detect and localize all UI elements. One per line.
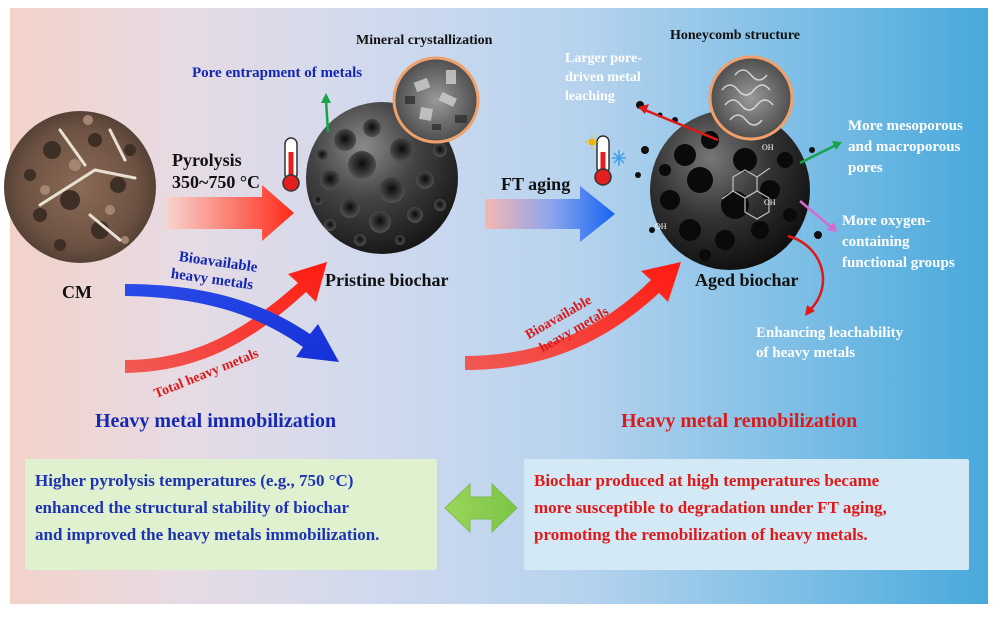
conclusion-line: Higher pyrolysis temperatures (e.g., 750… [35,471,354,490]
cm-label: CM [62,282,92,302]
larger-pore-label-3: leaching [565,89,615,104]
conclusion-line: enhanced the structural stability of bio… [35,498,350,517]
total-heavy-metals-arrow [125,262,327,373]
mesoporous-arrow [799,141,842,165]
double-arrow-icon [444,482,518,534]
mineral-crystallization-label: Mineral crystallization [356,33,493,48]
conclusion-line: more susceptible to degradation under FT… [534,498,887,517]
oh-label: OH [655,222,667,231]
thermometer-icon [594,135,612,186]
ft-aging-arrow [485,186,615,242]
larger-pore-label-2: driven metal [565,70,641,85]
leachability-label-2: of heavy metals [756,345,856,361]
mineral-crystallization-sem-image [392,56,480,144]
honeycomb-sem-image [708,55,794,141]
bioavailable-decrease-arrow [125,284,339,362]
conclusion-line: promoting the remobilization of heavy me… [534,525,868,544]
oxygen-groups-label-2: containing [842,234,910,250]
aged-biochar-image [635,101,822,270]
pristine-biochar-label: Pristine biochar [325,270,449,290]
pore-entrapment-arrow [321,93,331,133]
conclusion-line: Biochar produced at high temperatures be… [534,471,880,490]
oh-label: OH [764,198,776,207]
metal-leaching-arrow [638,104,719,142]
larger-pore-label-1: Larger pore- [565,51,642,66]
cm-material-image [4,111,156,263]
mesoporous-label-1: More mesoporous [848,118,963,134]
remobilization-title: Heavy metal remobilization [621,410,858,432]
remobilization-conclusion-box: Biochar produced at high temperatures be… [524,459,969,570]
sun-icon [585,135,599,149]
ft-aging-label: FT aging [501,174,571,194]
pyrolysis-arrow [165,185,294,241]
leachability-arrow [787,234,825,316]
immobilization-title: Heavy metal immobilization [95,410,337,432]
mesoporous-label-2: and macroporous [848,139,961,155]
snowflake-icon [612,150,626,166]
immobilization-conclusion-box: Higher pyrolysis temperatures (e.g., 750… [25,459,437,570]
honeycomb-structure-label: Honeycomb structure [670,28,800,43]
oxygen-groups-label-3: functional groups [842,255,955,271]
oh-label: OH [762,143,774,152]
bioavailable-increase-arrow [465,262,681,370]
oxygen-groups-label-1: More oxygen- [842,213,931,229]
pyrolysis-temperature-label: 350~750 °C [172,172,261,192]
thermometer-icon [282,137,300,192]
aged-biochar-label: Aged biochar [695,270,799,290]
oxygen-groups-arrow [799,200,837,232]
conclusion-line: and improved the heavy metals immobiliza… [35,525,380,544]
leachability-label-1: Enhancing leachability [756,325,904,341]
pore-entrapment-label: Pore entrapment of metals [192,65,363,81]
pyrolysis-label: Pyrolysis [172,150,242,170]
mesoporous-label-3: pores [848,160,883,176]
